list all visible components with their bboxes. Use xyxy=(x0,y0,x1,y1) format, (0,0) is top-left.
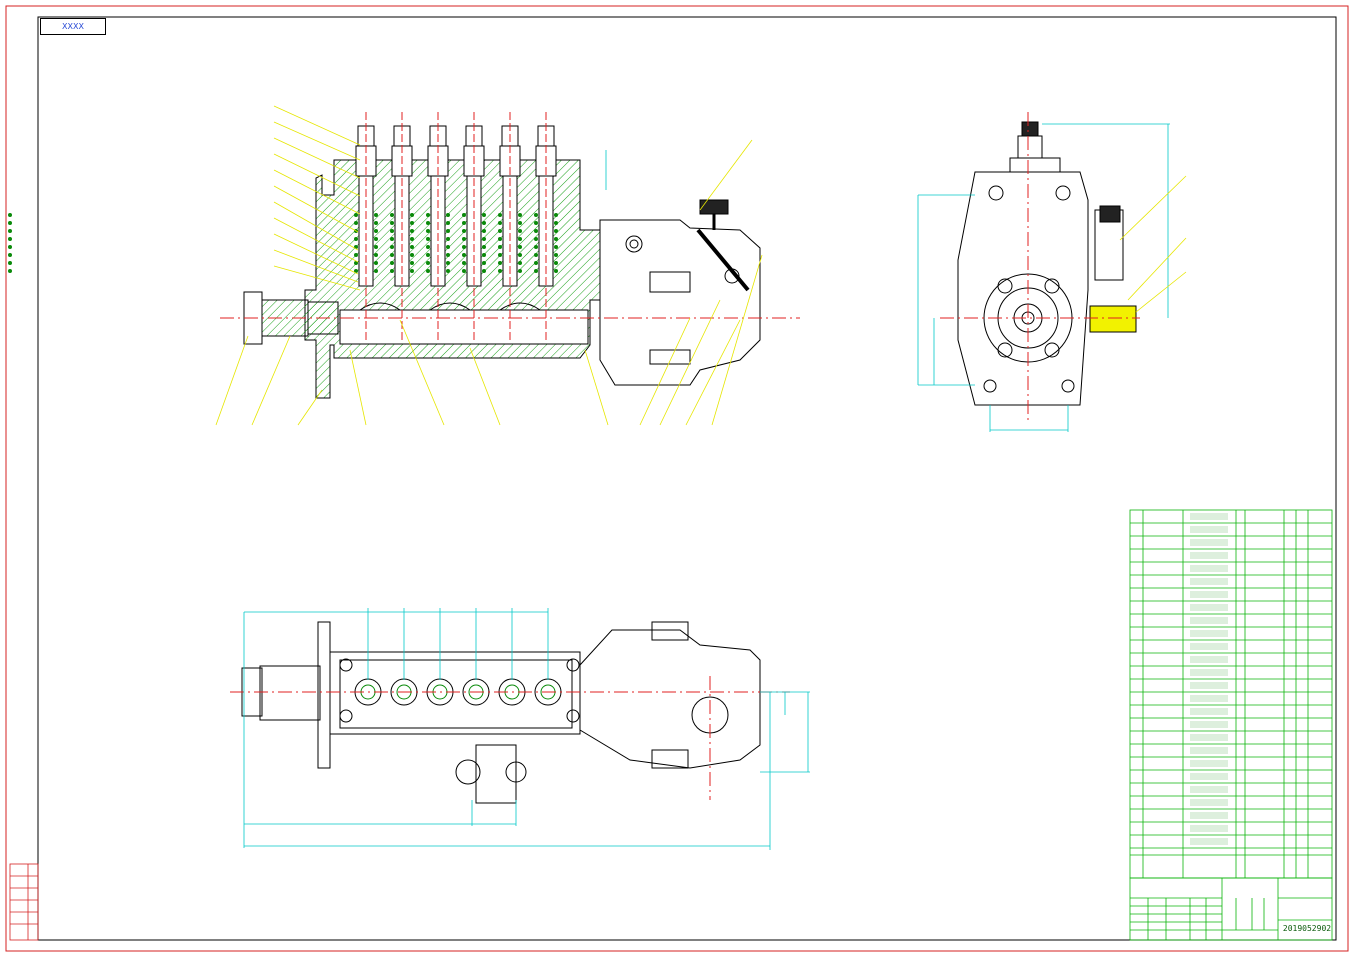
springs xyxy=(8,213,558,273)
inner-frame xyxy=(37,16,1337,941)
parts-list-cell-fills xyxy=(1190,513,1228,845)
parts-list-table xyxy=(1129,509,1333,879)
plunger-elements xyxy=(355,112,557,340)
leader-lines xyxy=(215,105,763,426)
outer-frame xyxy=(5,5,1349,952)
title-block xyxy=(1129,877,1333,941)
front-section-view xyxy=(8,105,800,426)
drawing-number: 2019052902 xyxy=(1282,924,1332,933)
revision-box xyxy=(9,863,39,941)
top-view xyxy=(230,608,810,850)
side-view xyxy=(917,112,1187,432)
header-tag: XXXX xyxy=(40,18,106,35)
